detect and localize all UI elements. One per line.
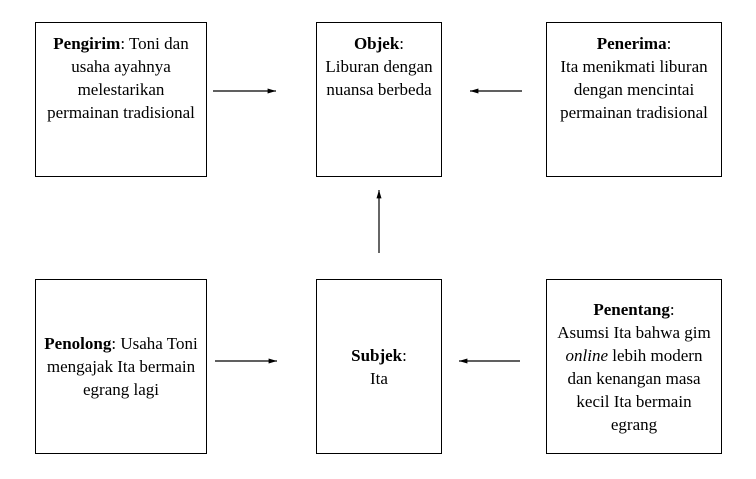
objek-label: Objek (353, 34, 400, 53)
penentang-label: Penentang (593, 299, 670, 319)
pengirim-content: Pengirim: Toni dan usaha ayahnya melesta… (42, 32, 200, 124)
pengirim-label: Pengirim (53, 34, 121, 53)
pengirim-text: Toni dan usaha ayahnya melestarikan perm… (47, 34, 195, 122)
objek-box: Objek: Liburan dengan nuansa berbeda (316, 22, 442, 177)
pengirim-sep: : (120, 34, 126, 53)
subjek-box: Subjek: Ita (316, 279, 442, 454)
penolong-box: Penolong: Usaha Toni mengajak Ita bermai… (35, 279, 207, 454)
pengirim-box: Pengirim: Toni dan usaha ayahnya melesta… (35, 22, 207, 177)
subjek-text: Ita (370, 368, 388, 388)
objek-text: Liburan dengan nuansa berbeda (325, 57, 433, 99)
penerima-sep: : (666, 34, 672, 53)
subjek-label: Subjek (351, 345, 403, 365)
penentang-sep: : (669, 299, 675, 319)
subjek-sep: : (402, 345, 407, 365)
penerima-content: Penerima: Ita menikmati liburan dengan me… (553, 32, 715, 124)
penerima-label: Penerima (596, 34, 667, 53)
penentang-text-after: lebih modern dan kenangan masa kecil Ita… (567, 345, 703, 434)
penolong-sep: : (111, 334, 117, 353)
objek-content: Objek: Liburan dengan nuansa berbeda (323, 32, 435, 101)
penentang-box: Penentang: Asumsi Ita bahwa gim online le… (546, 279, 722, 454)
penentang-text-before: Asumsi Ita bahwa gim (557, 322, 711, 342)
subjek-content: Subjek: Ita (351, 344, 407, 390)
penolong-text: Usaha Toni mengajak Ita bermain egrang l… (46, 334, 198, 399)
penerima-text: Ita menikmati liburan dengan mencintai p… (560, 57, 708, 122)
penerima-box: Penerima: Ita menikmati liburan dengan me… (546, 22, 722, 177)
objek-sep: : (399, 34, 405, 53)
penolong-content: Penolong: Usaha Toni mengajak Ita bermai… (42, 332, 200, 401)
penolong-label: Penolong (44, 334, 112, 353)
penentang-text-italic: online (565, 345, 609, 365)
penentang-content: Penentang: Asumsi Ita bahwa gim online le… (553, 298, 715, 436)
